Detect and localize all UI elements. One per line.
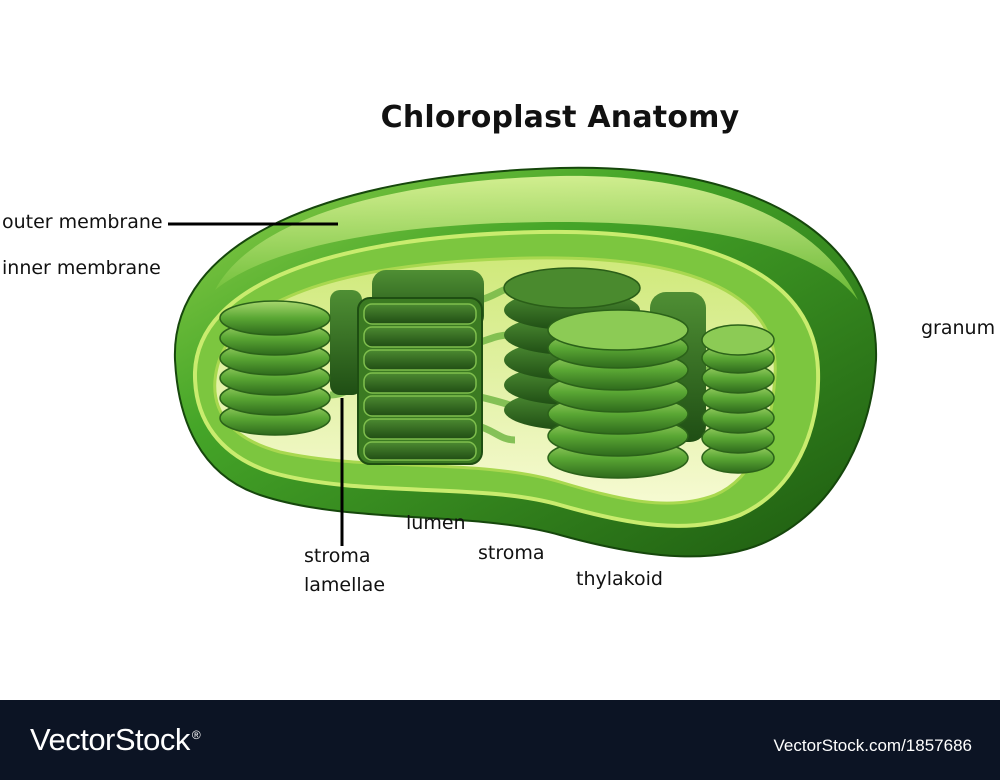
label-stroma-lamellae-line2: lamellae (304, 574, 386, 596)
diagram-canvas: Chloroplast Anatomy outer membrane inner… (2, 100, 996, 596)
stock-id-text: VectorStock.com/1857686 (773, 736, 972, 755)
granum-right (701, 324, 775, 474)
brand-name: VectorStock (30, 722, 190, 757)
label-stroma: stroma (478, 542, 545, 564)
label-granum: granum (921, 317, 996, 339)
granum-back-left (330, 290, 362, 395)
label-inner-membrane: inner membrane (2, 257, 161, 279)
label-outer-membrane: outer membrane (2, 211, 163, 233)
label-stroma-lamellae-line1: stroma (304, 545, 371, 567)
granum-left (219, 300, 331, 436)
granum-center-cut (357, 297, 483, 465)
label-thylakoid: thylakoid (576, 568, 663, 590)
outer-membrane-highlight (215, 175, 858, 300)
granum-front (547, 309, 689, 479)
diagram-title: Chloroplast Anatomy (380, 100, 740, 135)
watermark-footer (0, 700, 1000, 780)
label-lumen: lumen (406, 512, 466, 534)
brand-logo: VectorStock® (30, 722, 201, 758)
chloroplast-illustration (168, 166, 878, 558)
registered-mark: ® (191, 727, 201, 742)
